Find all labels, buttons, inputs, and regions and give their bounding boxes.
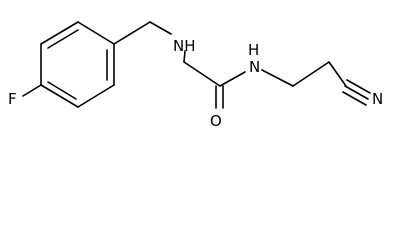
amide-nitrogen-label: N bbox=[249, 58, 260, 76]
ring-bond-top-left bbox=[40, 21, 79, 45]
nitrile-triple-bond-middle bbox=[344, 85, 369, 100]
fluorine-atom-label: F bbox=[8, 90, 17, 108]
carbonyl-oxygen-label: O bbox=[210, 112, 222, 130]
ring-double-bond-top bbox=[47, 29, 79, 49]
ethyl-carbon-bond bbox=[292, 61, 330, 87]
amine-nitrogen-label: NH bbox=[173, 37, 196, 55]
alpha-carbon-to-carbonyl-bond bbox=[183, 61, 221, 87]
ring-bond-bottom-right bbox=[77, 84, 115, 108]
amine-to-alpha-carbon-bond bbox=[183, 50, 186, 63]
ethyl-to-nitrile-carbon-bond bbox=[328, 61, 347, 87]
nitrile-triple-bond-bottom bbox=[342, 91, 367, 106]
carbonyl-to-amide-nitrogen-bond bbox=[219, 71, 246, 87]
amide-hydrogen-label: H bbox=[248, 41, 259, 59]
benzyl-to-amine-bond bbox=[149, 21, 172, 35]
amide-nitrogen-to-ethyl-bond bbox=[261, 69, 294, 87]
benzene-ring bbox=[40, 21, 115, 108]
ring-bond-top-right bbox=[77, 21, 115, 45]
fluorine-bond bbox=[22, 84, 42, 97]
ring-bond-bottom-left bbox=[40, 84, 79, 108]
ring-double-bond-bottom bbox=[47, 81, 77, 100]
nitrile-nitrogen-label: N bbox=[372, 90, 383, 108]
benzyl-bond bbox=[113, 21, 151, 45]
nitrile-triple-bond-top bbox=[346, 79, 371, 94]
molecule-structure-diagram: F NH O H N N bbox=[8, 21, 383, 130]
